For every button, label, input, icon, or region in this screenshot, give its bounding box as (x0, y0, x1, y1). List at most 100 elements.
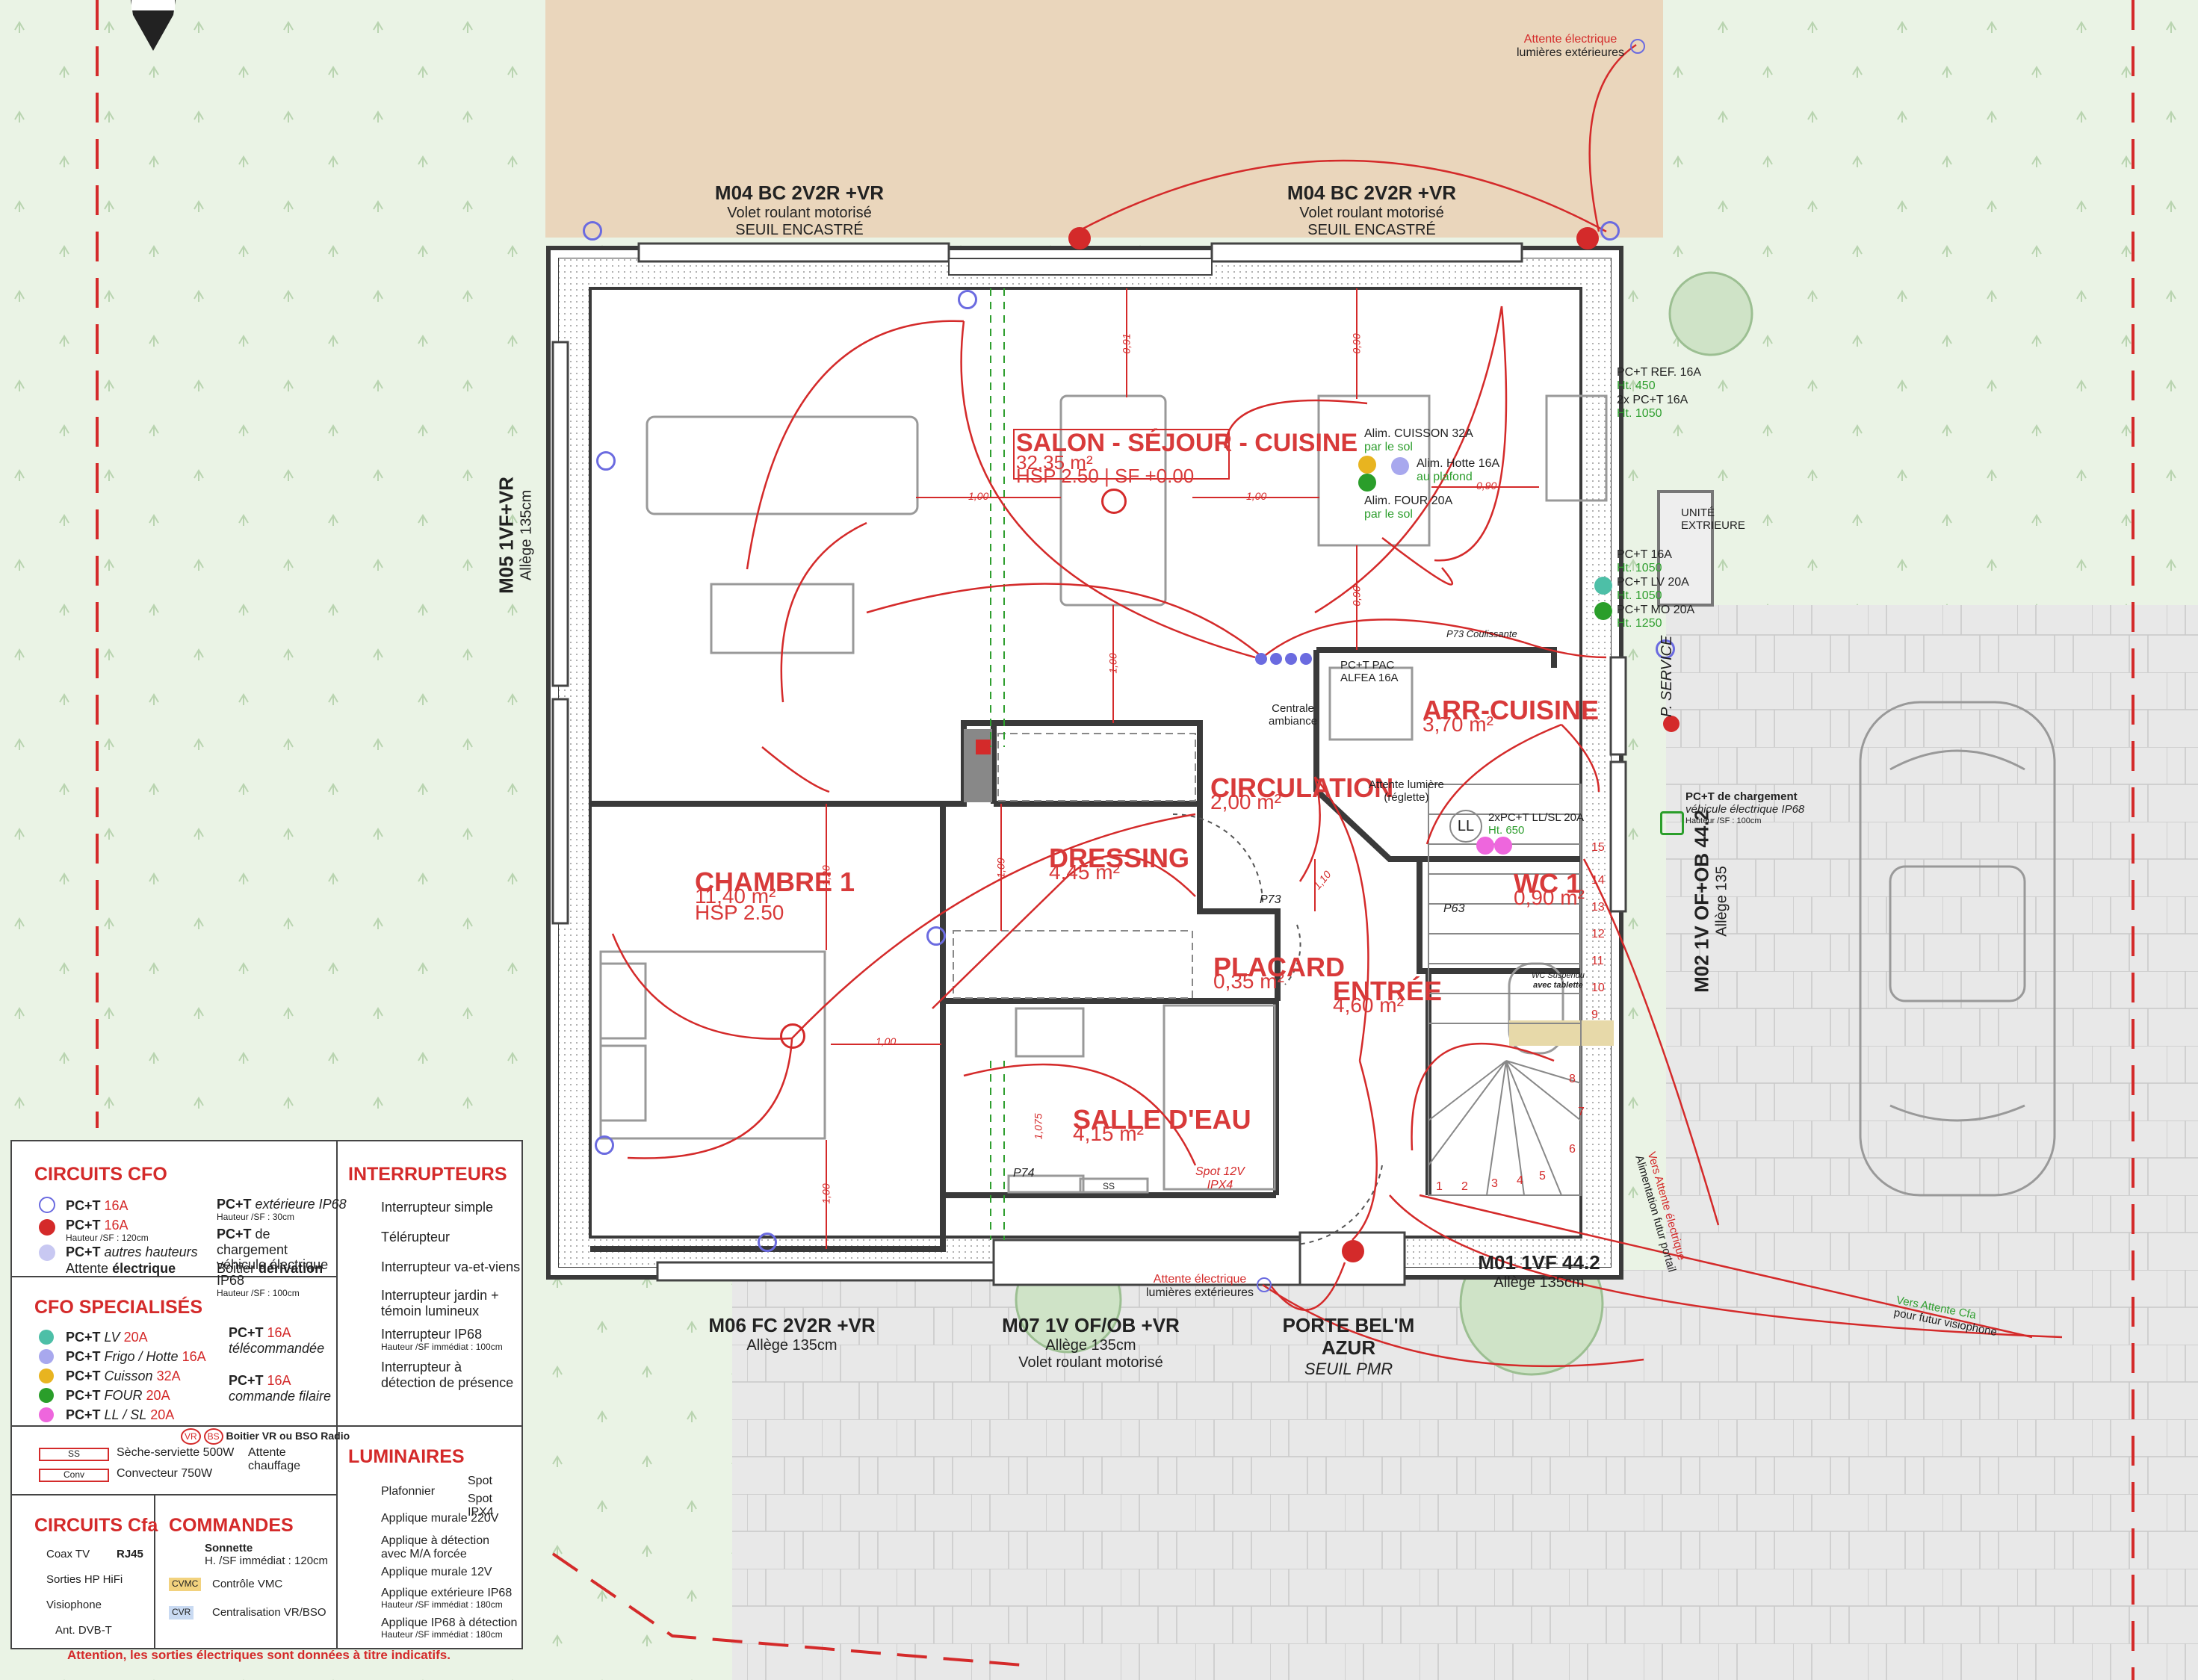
legend-item-a: PC+T (66, 1330, 101, 1345)
annotation-ll: LL (1449, 810, 1482, 843)
annotation-pac: PC+T PAC ALFEA 16A (1340, 659, 1399, 685)
legend-heading-interrupteurs: INTERRUPTEURS (348, 1164, 507, 1185)
tree (1668, 271, 1753, 356)
legend-item-b: de chargement véhicule électrique IP68 (217, 1227, 329, 1289)
dimension: 1,00 (1246, 490, 1267, 502)
legend-spec2-item: PC+T 16A télécommandée (229, 1325, 324, 1356)
room-name: SALLE D'EAU (1073, 1104, 1251, 1135)
outlet-icon (39, 1197, 55, 1213)
legend-item-c: 20A (150, 1407, 175, 1422)
stair-number: 8 (1569, 1073, 1576, 1085)
stair-number: 6 (1569, 1143, 1576, 1156)
annotation-line: EXTRIEURE (1681, 519, 1745, 533)
opening-line: Volet roulant motorisé (727, 204, 872, 221)
annotation-line: PC+T REF. 16A (1617, 366, 1702, 379)
legend-cfa-rj45: RJ45 (117, 1548, 143, 1560)
legend-inter-item: Interrupteur simple (381, 1200, 494, 1215)
stair-number: 4 (1517, 1174, 1523, 1187)
legend-seche: Sèche-serviette 500W (117, 1446, 235, 1459)
legend-heading-cfo-spec: CFO SPECIALISÉS (34, 1297, 203, 1318)
legend-inter-item: Interrupteur à détection de présence (381, 1360, 514, 1390)
opening-line: Allège 135cm (1493, 1274, 1585, 1291)
outlet-icon (958, 290, 977, 309)
legend-spec-item: PC+T Cuisson 32A (66, 1369, 181, 1384)
hotte-outlet-icon (1391, 457, 1409, 475)
legend-item-s: H. /SF immédiat : 120cm (205, 1555, 329, 1568)
opening-m07: M07 1V OF/OB +VR Allège 135cm Volet roul… (994, 1314, 1188, 1371)
car-outline (1859, 701, 2056, 1197)
annotation-ev-charge: PC+T de chargement véhicule électrique I… (1685, 790, 1804, 825)
legend-item-a: PC+T (217, 1227, 252, 1242)
applique-ext-icon (1342, 1240, 1364, 1262)
legend-panel: CIRCUITS CFO INTERRUPTEURS CFO SPECIALIS… (10, 1140, 523, 1649)
opening-line: SEUIL ENCASTRÉ (1307, 221, 1436, 238)
conv-code: Conv (39, 1469, 109, 1482)
legend-spec-item: PC+T Frigo / Hotte 16A (66, 1349, 206, 1365)
annotation-kitchen-alim: Alim. CUISSON 32A par le sol (1364, 427, 1473, 455)
outlet-icon (758, 1233, 777, 1252)
opening-m04-left: M04 BC 2V2R +VR Volet roulant motorisé S… (702, 182, 897, 239)
room-area: 3,70 m² (1422, 713, 1493, 736)
annotation-centrale: Centrale ambiance (1269, 702, 1317, 728)
legend-cfo-item: PC+T 16A Hauteur /SF : 120cm (66, 1218, 149, 1243)
annotation-line: lumières extérieures (1146, 1286, 1254, 1300)
ev-charger-icon (1660, 811, 1684, 835)
annotation-line: Attente lumière (1369, 778, 1444, 791)
ss-code: SS (39, 1448, 109, 1461)
room-name: CHAMBRE 1 (695, 867, 855, 897)
annotation-line: 2xPC+T LL/SL 20A (1488, 811, 1584, 824)
ll-outlet-icon (1476, 837, 1494, 855)
legend-lum-item: Spot (468, 1475, 492, 1487)
stair-number: 14 (1591, 874, 1605, 887)
legend-item-b: autres hauteurs (104, 1244, 198, 1259)
vr-badge: VR (181, 1428, 201, 1445)
lv-outlet-icon (1594, 577, 1612, 595)
lv-outlet-icon (39, 1330, 54, 1345)
legend-item-a: PC+T (66, 1349, 101, 1364)
legend-boitier-radio-text: Boitier VR ou BSO Radio (226, 1430, 350, 1442)
cvr-code: CVR (169, 1606, 194, 1619)
legend-cfo2-item: PC+T extérieure IP68 Hauteur /SF : 30cm (217, 1197, 347, 1222)
legend-heading-commandes: COMMANDES (169, 1515, 294, 1536)
room-name: ARR-CUISINE (1422, 695, 1600, 725)
legend-item-s: Hauteur /SF immédiat : 100cm (381, 1341, 503, 1352)
stair-number: 3 (1491, 1177, 1498, 1190)
wall-outlet-icon (1663, 716, 1680, 732)
legend-cfa-visio: Visiophone (46, 1599, 102, 1611)
legend-item-b: 16A (104, 1198, 129, 1213)
annotation-line: PC+T MO 20A (1617, 603, 1695, 616)
opening-title: M07 1V OF/OB +VR (1002, 1314, 1180, 1336)
legend-item-a: PC+T (66, 1198, 101, 1213)
legend-item-t: Applique extérieure IP68 (381, 1587, 513, 1599)
legend-item-b: Cuisson (104, 1369, 153, 1383)
legend-cfo2-item: PC+T de chargement véhicule électrique I… (217, 1227, 335, 1299)
legend-item-a: Boitier (217, 1261, 256, 1276)
stair-number: 11 (1591, 955, 1604, 967)
room-name: ENTRÉE (1333, 976, 1443, 1006)
opening-title: M04 BC 2V2R +VR (714, 182, 885, 204)
switch-icon (1300, 653, 1312, 665)
outlet-icon (926, 926, 946, 946)
stair-number: 15 (1591, 841, 1605, 854)
opening-title: M04 BC 2V2R +VR (1287, 182, 1457, 204)
stair-number: 1 (1436, 1180, 1443, 1193)
legend-item-c: 16A (182, 1349, 206, 1364)
ext-light-icon (1257, 1277, 1272, 1292)
legend-item-c: Hauteur /SF : 100cm (217, 1287, 300, 1298)
legend-item-c: Hauteur /SF : 30cm (217, 1211, 295, 1222)
room-name (1013, 429, 1230, 480)
legend-item-b: 16A (267, 1325, 291, 1340)
legend-item-b: extérieure IP68 (255, 1197, 347, 1212)
opening-title: M02 1V OF+OB 44.2 (1690, 809, 1713, 993)
dimension: 1,00 (876, 1035, 897, 1047)
annotation-line: Alim. FOUR 20A (1364, 495, 1453, 507)
room-area: 0,35 m² (1213, 970, 1284, 993)
opening-m04-right: M04 BC 2V2R +VR Volet roulant motorisé S… (1275, 182, 1469, 239)
opening-title: M06 FC 2V2R +VR (708, 1314, 876, 1336)
legend-spec-item: PC+T LL / SL 20A (66, 1407, 174, 1423)
opening-m01: M01 1VF 44.2 Allège 135cm (1464, 1251, 1614, 1292)
dimension: 0,90 (1350, 586, 1363, 607)
stair-number: 10 (1591, 982, 1605, 994)
opening-line: Allège 135cm (1045, 1336, 1136, 1354)
annotation-attente-top: Attente électrique lumières extérieures (1517, 33, 1624, 61)
